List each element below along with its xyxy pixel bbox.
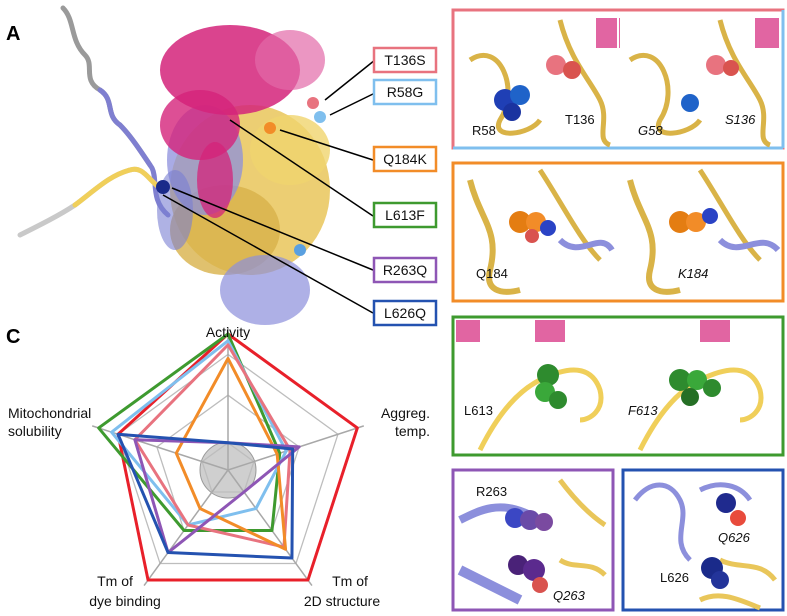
residue-g58: G58 bbox=[638, 123, 663, 138]
closeup-l613f: L613 F613 bbox=[451, 315, 785, 457]
panel-letter-a: A bbox=[6, 23, 20, 45]
residue-l613: L613 bbox=[464, 403, 493, 418]
panel-letter-c: C bbox=[6, 326, 20, 348]
radar-series-7 bbox=[116, 432, 295, 560]
protein-structure-illustration bbox=[17, 5, 330, 325]
radar-grid-ring-3 bbox=[117, 353, 339, 565]
residue-r58: R58 bbox=[472, 123, 496, 138]
mutation-label-l613f: L613F bbox=[385, 207, 425, 223]
radar-series-4 bbox=[133, 343, 292, 549]
radar-label-activity: Activity bbox=[206, 324, 250, 340]
residue-r263: R263 bbox=[476, 484, 507, 499]
residue-f613: F613 bbox=[628, 403, 658, 418]
radar-series-5 bbox=[174, 356, 288, 551]
residue-k184: K184 bbox=[678, 266, 708, 281]
residue-q184: Q184 bbox=[476, 266, 508, 281]
residue-q626: Q626 bbox=[718, 530, 751, 545]
radar-axis-4 bbox=[143, 469, 229, 586]
radar-label-tm2d-line2: 2D structure bbox=[304, 593, 380, 609]
radar-axis-5 bbox=[91, 425, 229, 471]
radar-label-mito-line2: solubility bbox=[8, 423, 62, 439]
radar-grid-ring-1 bbox=[201, 441, 255, 493]
closeup-r58g-t136s: R58 T136 G58 S136 bbox=[451, 8, 785, 150]
radar-series-3 bbox=[110, 339, 288, 527]
radar-label-aggreg-line2: temp. bbox=[395, 423, 430, 439]
radar-label-tmdye-line1: Tm of bbox=[97, 573, 133, 589]
closeup-r263q: R263 Q263 bbox=[451, 468, 615, 612]
radar-label-aggreg-line1: Aggreg. bbox=[381, 405, 430, 421]
mutation-label-t136s: T136S bbox=[384, 52, 425, 68]
radar-label-mito-line1: Mitochondrial bbox=[8, 405, 91, 421]
radar-series-1 bbox=[116, 332, 359, 582]
radar-series-2 bbox=[97, 332, 282, 533]
closeup-q184k: Q184 K184 bbox=[451, 161, 785, 303]
radar-series-6 bbox=[133, 438, 301, 555]
closeup-l626q: Q626 L626 bbox=[621, 468, 785, 612]
mutation-labels: T136S R58G Q184K L613F R263Q L626Q bbox=[162, 46, 438, 327]
mutation-label-r263q: R263Q bbox=[383, 262, 427, 278]
mutation-label-r58g: R58G bbox=[387, 84, 424, 100]
residue-s136: S136 bbox=[725, 112, 756, 127]
residue-l626: L626 bbox=[660, 570, 689, 585]
residue-t136: T136 bbox=[565, 112, 595, 127]
radar-label-tm2d-line1: Tm of bbox=[332, 573, 368, 589]
radar-axis-3 bbox=[227, 469, 313, 586]
residue-q263: Q263 bbox=[553, 588, 586, 603]
mutation-label-q184k: Q184K bbox=[383, 151, 427, 167]
mutation-label-l626q: L626Q bbox=[384, 305, 426, 321]
radar-label-tmdye-line2: dye binding bbox=[89, 593, 161, 609]
